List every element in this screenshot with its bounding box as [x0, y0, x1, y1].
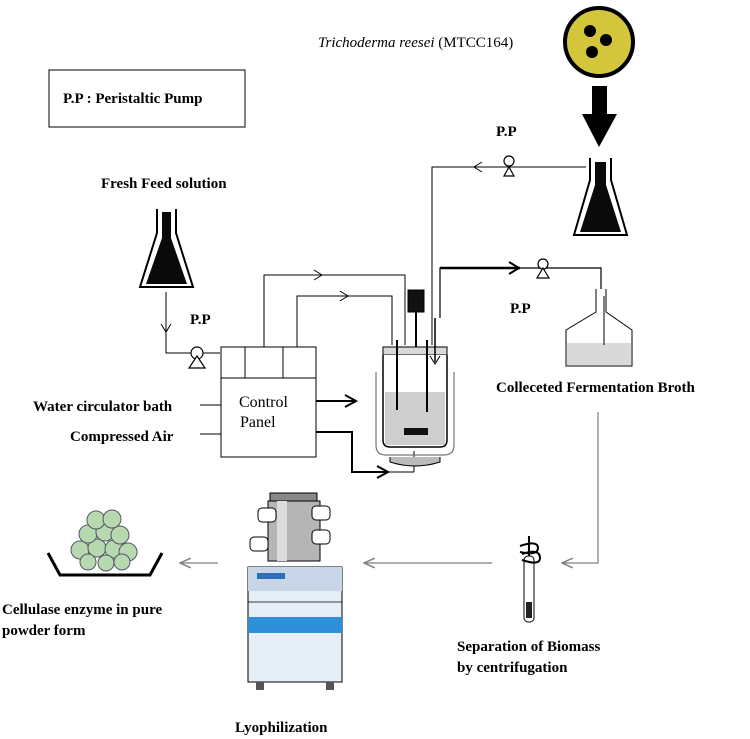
- inoculation-arrow: [582, 86, 617, 147]
- separation-label-2: by centrifugation: [457, 660, 568, 676]
- fermenter-icon: [375, 289, 455, 467]
- broth-to-centrifuge-line: [562, 412, 599, 563]
- culture-disk-icon: [563, 6, 635, 78]
- legend-text: P.P : Peristaltic Pump: [63, 91, 202, 107]
- pp-broth-label: P.P: [510, 301, 531, 317]
- inoculum-line: [431, 161, 586, 345]
- water-bath-label: Water circulator bath: [33, 399, 173, 415]
- centrifuge-tube-icon: [519, 536, 542, 623]
- control-label-2: Panel: [240, 414, 276, 431]
- pp-top-label: P.P: [496, 124, 517, 140]
- pump-icon-broth: [535, 258, 551, 279]
- enzyme-tray-icon: [46, 509, 164, 577]
- fresh-feed-label: Fresh Feed solution: [101, 176, 227, 192]
- product-label-1: Cellulase enzyme in pure: [2, 602, 162, 618]
- collection-vessel-icon: [565, 289, 633, 367]
- lyophilizer-icon: [247, 492, 343, 690]
- legend-box: P.P : Peristaltic Pump: [48, 69, 246, 128]
- broth-label: Colleceted Fermentation Broth: [496, 380, 695, 396]
- compressed-air-label: Compressed Air: [70, 429, 174, 445]
- control-panel: Control Panel: [220, 346, 317, 458]
- pp-feed-label: P.P: [190, 312, 211, 328]
- feed-flask-icon: [138, 209, 195, 288]
- product-label-2: powder form: [2, 623, 86, 639]
- separation-label-1: Separation of Biomass: [457, 639, 601, 655]
- broth-line: [439, 261, 602, 318]
- inoculum-flask-icon: [572, 158, 629, 236]
- lyophilization-label: Lyophilization: [235, 720, 328, 736]
- control-label-1: Control: [239, 394, 288, 411]
- pump-icon-top: [502, 155, 516, 177]
- pump-icon-feed: [187, 346, 207, 369]
- organism-label: Trichoderma reesei (MTCC164): [318, 35, 513, 51]
- control-to-reactor-arrows: [316, 394, 415, 479]
- control-lines: [263, 269, 406, 347]
